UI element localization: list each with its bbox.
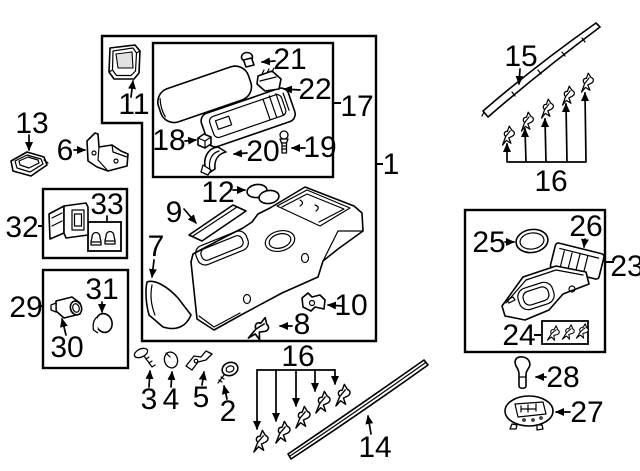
part-7-side-cover	[145, 280, 192, 330]
clip-set-24	[546, 323, 589, 341]
part-19-bolt	[279, 130, 289, 154]
part-32-switch	[48, 202, 89, 240]
part-12-gaskets	[246, 183, 280, 205]
callout-25[interactable]: 25	[472, 226, 505, 259]
callout-9[interactable]: 9	[166, 196, 183, 229]
callout-13[interactable]: 13	[15, 107, 48, 140]
callout-2[interactable]: 2	[220, 395, 237, 428]
callout-7[interactable]: 7	[148, 230, 165, 263]
leader-lines	[25, 57, 614, 435]
callout-15[interactable]: 15	[504, 40, 537, 73]
clip-set-16-right	[498, 71, 596, 163]
part-30-lighter-socket	[50, 296, 83, 319]
callout-6[interactable]: 6	[57, 134, 74, 167]
callout-14[interactable]: 14	[358, 431, 391, 464]
callout-30[interactable]: 30	[50, 331, 83, 364]
callout-20[interactable]: 20	[246, 135, 279, 168]
callout-29[interactable]: 29	[9, 291, 42, 324]
part-9-trim-strip	[188, 204, 247, 242]
callout-22[interactable]: 22	[298, 73, 331, 106]
part-shift-bezel-plate	[501, 265, 590, 321]
callout-18[interactable]: 18	[152, 124, 185, 157]
callout-23[interactable]: 23	[610, 250, 640, 283]
part-27-shift-boot	[504, 395, 554, 431]
part-31-cap	[92, 312, 113, 334]
callout-16-right[interactable]: 16	[534, 165, 567, 198]
clip-set-16-bottom	[249, 369, 353, 453]
callout-12[interactable]: 12	[201, 176, 234, 209]
callout-28[interactable]: 28	[546, 361, 579, 394]
group-box-17	[151, 41, 335, 179]
part-33-grommet	[90, 231, 102, 246]
part-5-bracket-clip	[185, 350, 213, 371]
part-console-body	[190, 186, 364, 331]
callout-10[interactable]: 10	[334, 289, 367, 322]
part-15-trim-strip	[481, 22, 601, 118]
callout-31[interactable]: 31	[85, 273, 118, 306]
group-box-23	[463, 208, 607, 354]
part-33-grommet	[104, 230, 116, 245]
callout-labels: 1 2 3 4 5 6 7 8 9 10 11 12 13 14 15 16 1…	[5, 40, 640, 464]
part-13-tray	[10, 151, 49, 177]
callout-16-bottom[interactable]: 16	[281, 340, 314, 373]
callout-5[interactable]: 5	[193, 381, 210, 414]
callout-11[interactable]: 11	[118, 88, 149, 121]
group-box-29	[41, 268, 130, 370]
callout-1[interactable]: 1	[383, 148, 400, 181]
part-2-push-screw	[217, 361, 239, 384]
group-box-24	[541, 320, 589, 345]
part-11-storage-bin	[108, 44, 141, 80]
part-20-duct	[200, 146, 227, 176]
callout-19[interactable]: 19	[303, 131, 336, 164]
group-box-1	[100, 34, 378, 343]
part-armrest-lid	[157, 65, 253, 124]
callout-33[interactable]: 33	[90, 188, 123, 221]
callout-27[interactable]: 27	[570, 396, 603, 429]
part-3-screw	[133, 347, 156, 368]
part-22-latch	[256, 67, 282, 92]
part-21-cap	[240, 51, 255, 68]
callout-17[interactable]: 17	[340, 90, 373, 123]
part-18-cube	[197, 133, 212, 149]
group-box-32	[41, 187, 129, 260]
part-10-bracket	[301, 292, 326, 312]
callout-32[interactable]: 32	[5, 211, 38, 244]
part-6-bracket	[86, 132, 129, 172]
part-4-ring	[163, 351, 179, 369]
callout-21[interactable]: 21	[273, 43, 306, 76]
group-box-33	[87, 221, 122, 252]
callout-26[interactable]: 26	[569, 210, 602, 243]
part-14-edge-line	[289, 362, 426, 457]
callout-8[interactable]: 8	[294, 308, 311, 341]
part-25-ring	[515, 228, 549, 254]
part-8-clip	[247, 314, 271, 342]
callout-4[interactable]: 4	[163, 383, 180, 416]
callout-24[interactable]: 24	[502, 319, 535, 352]
part-armrest-base	[200, 87, 296, 148]
part-28-shift-knob	[514, 356, 531, 390]
callout-3[interactable]: 3	[141, 383, 158, 416]
